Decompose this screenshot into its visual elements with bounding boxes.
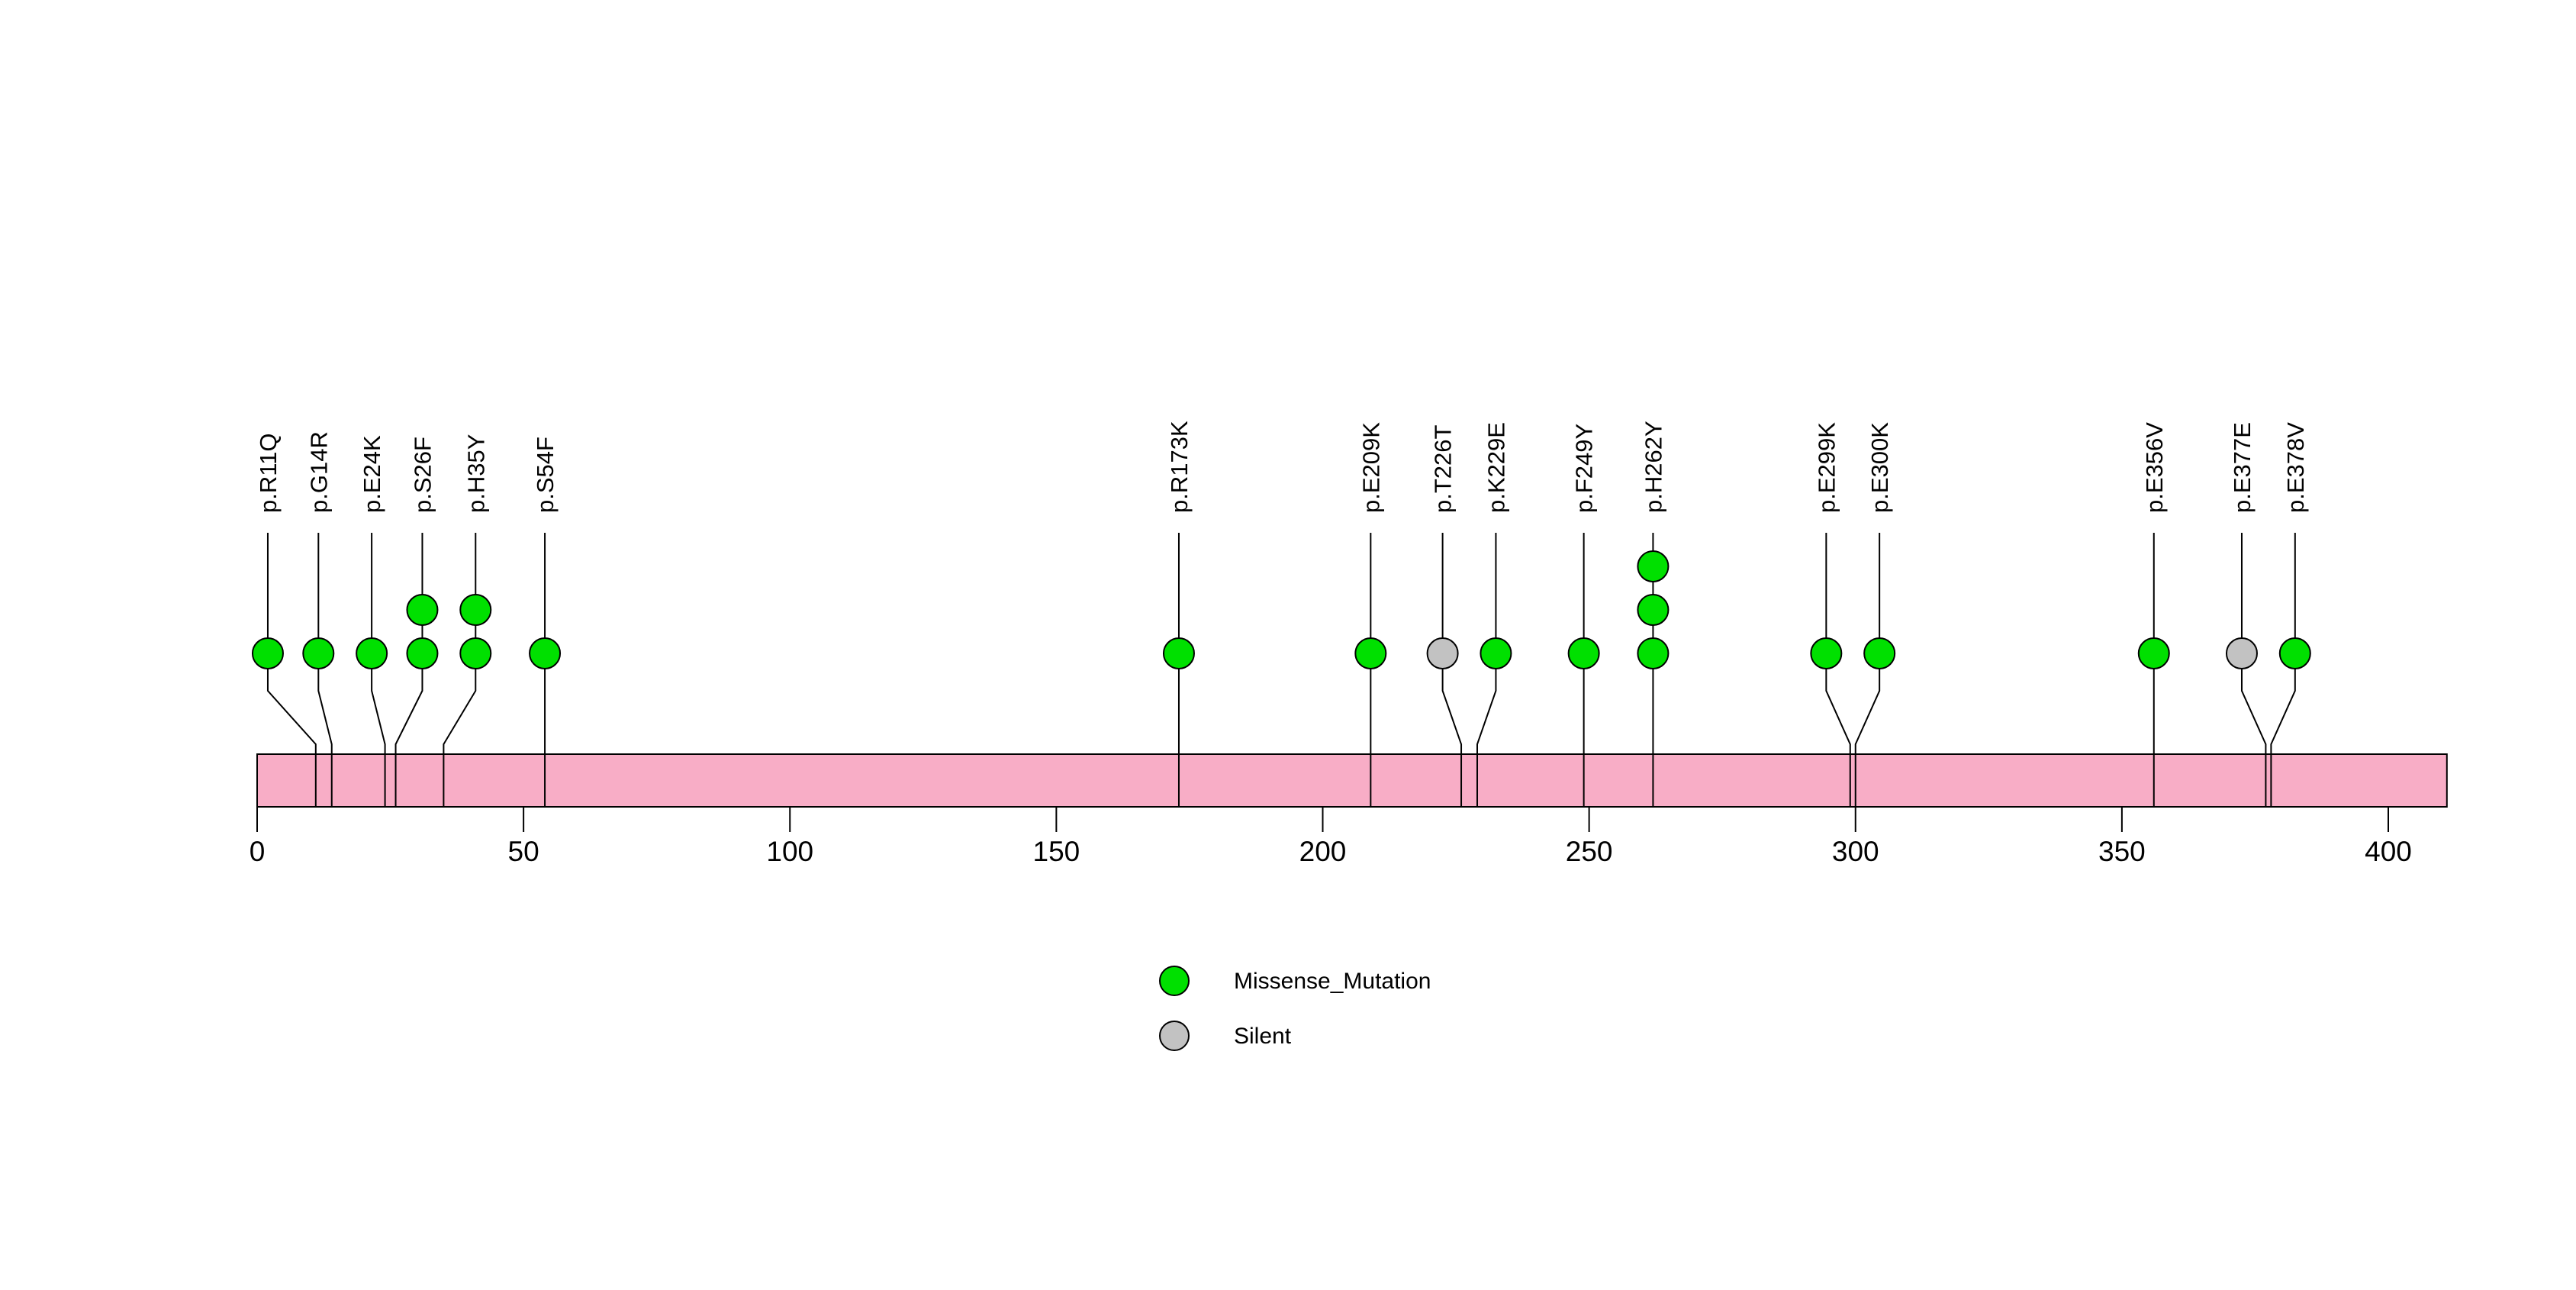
legend-label: Missense_Mutation <box>1234 969 1431 994</box>
mutation-label: p.E24K <box>359 435 385 513</box>
mutation-label: p.E299K <box>1813 422 1840 513</box>
mutation-marker <box>406 637 439 669</box>
mutation-label: p.H35Y <box>462 434 489 513</box>
mutation-label: p.E300K <box>1866 422 1893 513</box>
axis-tick-label: 150 <box>1033 836 1080 867</box>
legend-label: Silent <box>1234 1024 1292 1049</box>
mutation-marker <box>529 637 562 669</box>
mutation-marker <box>302 637 335 669</box>
mutation-label: p.F249Y <box>1571 424 1598 513</box>
mutation-label: p.T226T <box>1430 424 1457 513</box>
legend-swatch <box>1159 966 1190 996</box>
mutation-stem <box>317 533 333 807</box>
mutation-label: p.H262Y <box>1640 421 1666 513</box>
mutation-marker <box>459 594 492 626</box>
axis-tick-label: 100 <box>766 836 813 867</box>
mutation-marker <box>1426 637 1459 669</box>
mutation-marker <box>356 637 388 669</box>
mutation-marker <box>1567 637 1600 669</box>
mutation-marker <box>2137 637 2170 669</box>
mutation-label: p.E356V <box>2141 422 2168 513</box>
axis-tick-label: 350 <box>2098 836 2146 867</box>
protein-bar <box>256 753 2448 808</box>
mutation-marker <box>1637 637 1670 669</box>
axis-tick-label: 0 <box>250 836 266 867</box>
axis-tick-label: 200 <box>1299 836 1347 867</box>
mutation-label: p.K229E <box>1483 422 1509 513</box>
axis-tick-label: 250 <box>1566 836 1613 867</box>
mutation-marker <box>1637 594 1670 626</box>
mutation-marker <box>1863 637 1896 669</box>
mutation-label: p.E377E <box>2229 422 2256 513</box>
mutation-marker <box>1162 637 1195 669</box>
mutation-label: p.R173K <box>1166 421 1193 513</box>
mutation-stem <box>2270 533 2296 807</box>
mutation-marker <box>2225 637 2258 669</box>
legend-swatch <box>1159 1021 1190 1051</box>
mutation-stem <box>266 533 317 807</box>
mutation-marker <box>459 637 492 669</box>
mutation-label: p.S26F <box>409 437 436 513</box>
axis-tick-label: 400 <box>2365 836 2412 867</box>
mutation-stem <box>1476 533 1497 807</box>
mutation-marker <box>1637 550 1670 582</box>
mutation-stem <box>1825 533 1851 807</box>
mutation-marker <box>251 637 284 669</box>
mutation-marker <box>1480 637 1512 669</box>
mutation-label: p.E378V <box>2282 422 2309 513</box>
mutation-stem <box>2240 533 2267 807</box>
mutation-marker <box>2278 637 2311 669</box>
axis-tick-label: 50 <box>508 836 539 867</box>
mutation-label: p.G14R <box>305 431 332 513</box>
mutation-label: p.E209K <box>1357 422 1384 513</box>
mutation-stem <box>371 533 386 807</box>
mutation-marker <box>406 594 439 626</box>
mutation-marker <box>1354 637 1387 669</box>
axis-tick-label: 300 <box>1832 836 1879 867</box>
mutation-label: p.S54F <box>532 437 559 513</box>
mutation-stem <box>1441 533 1463 807</box>
mutation-marker <box>1810 637 1843 669</box>
mutation-label: p.R11Q <box>255 433 282 513</box>
mutation-stem <box>1854 533 1881 807</box>
